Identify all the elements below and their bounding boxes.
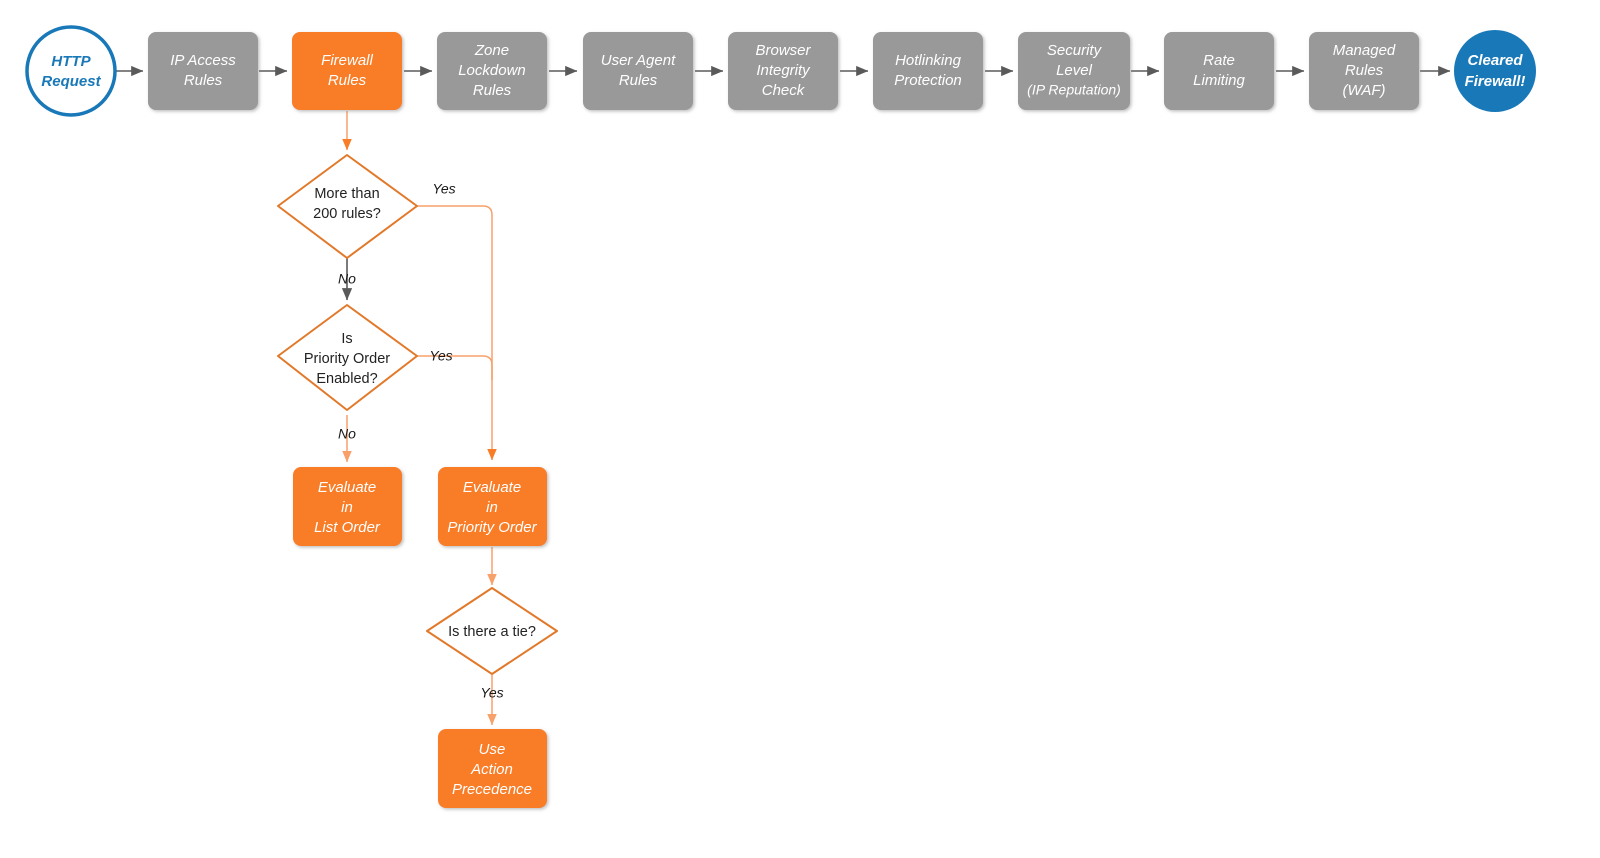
http-request-label-line2: Request bbox=[41, 73, 101, 90]
browser-integrity-check-label-line2: Integrity bbox=[756, 62, 811, 79]
managed-rules-waf-box bbox=[1309, 32, 1419, 110]
node-is-priority-order-enabled[interactable]: Is Priority Order Enabled? bbox=[277, 304, 418, 411]
ip-access-rules-label-line1: IP Access bbox=[170, 52, 236, 69]
rate-limiting-box bbox=[1164, 32, 1274, 110]
edge-label-decision2-yes: Yes bbox=[429, 348, 452, 364]
use-action-precedence-label-line2: Action bbox=[470, 761, 513, 778]
user-agent-rules-box bbox=[583, 32, 693, 110]
evaluate-priority-order-label-line1: Evaluate bbox=[463, 479, 521, 496]
evaluate-list-order-label-line2: in bbox=[341, 499, 353, 516]
http-request-circle bbox=[25, 25, 117, 117]
hotlinking-protection-box bbox=[873, 32, 983, 110]
security-level-label-line1: Security bbox=[1047, 42, 1103, 59]
evaluate-priority-order-label-line2: in bbox=[486, 499, 498, 516]
managed-rules-waf-label-line3: (WAF) bbox=[1342, 82, 1385, 99]
node-cleared-firewall[interactable]: Cleared Firewall! bbox=[1454, 30, 1536, 112]
node-evaluate-list-order[interactable]: Evaluate in List Order bbox=[293, 467, 402, 546]
security-level-label-line2: Level bbox=[1056, 62, 1093, 79]
firewall-rules-box bbox=[292, 32, 402, 110]
is-priority-order-enabled-label-line1: Is bbox=[341, 331, 352, 347]
edge-decision1-yes-to-priority-order bbox=[417, 205, 497, 461]
hotlinking-protection-label-line1: Hotlinking bbox=[895, 52, 962, 69]
use-action-precedence-label-line1: Use bbox=[479, 741, 506, 758]
evaluate-list-order-label-line3: List Order bbox=[314, 519, 381, 536]
node-firewall-rules[interactable]: Firewall Rules bbox=[292, 32, 402, 110]
is-priority-order-enabled-label-line2: Priority Order bbox=[304, 351, 390, 367]
node-http-request[interactable]: HTTP Request bbox=[25, 25, 117, 117]
node-ip-access-rules[interactable]: IP Access Rules bbox=[148, 32, 258, 110]
browser-integrity-check-label-line3: Check bbox=[762, 82, 806, 99]
hotlinking-protection-label-line2: Protection bbox=[894, 72, 962, 89]
edge-label-decision1-no: No bbox=[338, 271, 356, 287]
node-zone-lockdown-rules[interactable]: Zone Lockdown Rules bbox=[437, 32, 547, 110]
firewall-rules-label-line2: Rules bbox=[328, 72, 367, 89]
rate-limiting-label-line2: Limiting bbox=[1193, 72, 1245, 89]
edge-label-decision2-no: No bbox=[338, 426, 356, 442]
is-there-a-tie-diamond bbox=[426, 587, 558, 675]
more-than-200-rules-diamond bbox=[277, 154, 418, 259]
edge-label-decision1-yes: Yes bbox=[432, 181, 455, 197]
edge-decision2-yes-to-priority-order bbox=[417, 355, 493, 380]
firewall-rules-label-line1: Firewall bbox=[321, 52, 373, 69]
cleared-firewall-circle bbox=[1454, 30, 1536, 112]
user-agent-rules-label-line2: Rules bbox=[619, 72, 658, 89]
more-than-200-rules-label-line2: 200 rules? bbox=[313, 206, 381, 222]
zone-lockdown-rules-label-line3: Rules bbox=[473, 82, 512, 99]
http-request-label-line1: HTTP bbox=[51, 53, 91, 70]
node-browser-integrity-check[interactable]: Browser Integrity Check bbox=[728, 32, 838, 110]
managed-rules-waf-label-line1: Managed bbox=[1333, 42, 1396, 59]
node-security-level[interactable]: Security Level (IP Reputation) bbox=[1018, 32, 1130, 110]
rate-limiting-label-line1: Rate bbox=[1203, 52, 1235, 69]
managed-rules-waf-label-line2: Rules bbox=[1345, 62, 1384, 79]
edge-label-tie-yes: Yes bbox=[480, 685, 503, 701]
node-user-agent-rules[interactable]: User Agent Rules bbox=[583, 32, 693, 110]
security-level-label-line3: (IP Reputation) bbox=[1027, 82, 1121, 98]
node-managed-rules-waf[interactable]: Managed Rules (WAF) bbox=[1309, 32, 1419, 110]
node-hotlinking-protection[interactable]: Hotlinking Protection bbox=[873, 32, 983, 110]
node-rate-limiting[interactable]: Rate Limiting bbox=[1164, 32, 1274, 110]
evaluate-list-order-box bbox=[293, 467, 402, 546]
cleared-firewall-label-line2: Firewall! bbox=[1465, 73, 1526, 90]
node-evaluate-priority-order[interactable]: Evaluate in Priority Order bbox=[438, 467, 547, 546]
use-action-precedence-box bbox=[438, 729, 547, 808]
node-use-action-precedence[interactable]: Use Action Precedence bbox=[438, 729, 547, 808]
browser-integrity-check-label-line1: Browser bbox=[755, 42, 811, 59]
use-action-precedence-label-line3: Precedence bbox=[452, 781, 532, 798]
security-level-box bbox=[1018, 32, 1130, 110]
browser-integrity-check-box bbox=[728, 32, 838, 110]
is-priority-order-enabled-label-line3: Enabled? bbox=[316, 371, 377, 387]
edge-labels: Yes No Yes No Yes bbox=[338, 181, 504, 701]
node-is-there-a-tie[interactable]: Is there a tie? bbox=[426, 587, 558, 675]
user-agent-rules-label-line1: User Agent bbox=[601, 52, 676, 69]
evaluate-priority-order-label-line3: Priority Order bbox=[447, 519, 537, 536]
ip-access-rules-box bbox=[148, 32, 258, 110]
evaluate-list-order-label-line1: Evaluate bbox=[318, 479, 376, 496]
is-priority-order-enabled-diamond bbox=[277, 304, 418, 411]
branch-connectors bbox=[341, 111, 497, 726]
node-more-than-200-rules[interactable]: More than 200 rules? bbox=[277, 154, 418, 259]
zone-lockdown-rules-label-line1: Zone bbox=[474, 42, 509, 59]
ip-access-rules-label-line2: Rules bbox=[184, 72, 223, 89]
cleared-firewall-label-line1: Cleared bbox=[1467, 52, 1523, 69]
more-than-200-rules-label-line1: More than bbox=[314, 186, 379, 202]
evaluate-priority-order-box bbox=[438, 467, 547, 546]
zone-lockdown-rules-box bbox=[437, 32, 547, 110]
is-there-a-tie-label-line1: Is there a tie? bbox=[448, 624, 536, 640]
zone-lockdown-rules-label-line2: Lockdown bbox=[458, 62, 526, 79]
